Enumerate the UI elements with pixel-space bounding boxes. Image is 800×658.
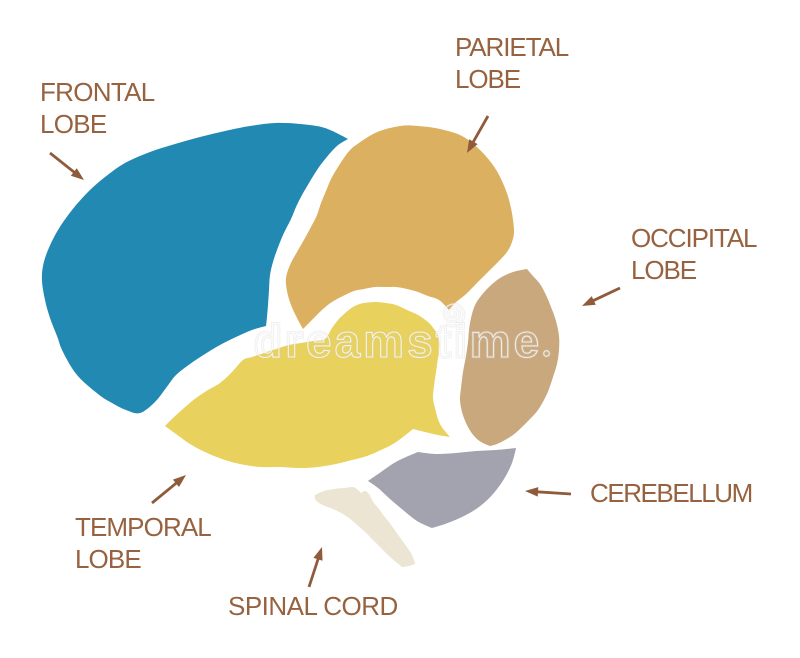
svg-text:dreamstime: dreamstime [254, 315, 542, 367]
svg-text:dreamstime: dreamstime [254, 315, 542, 367]
